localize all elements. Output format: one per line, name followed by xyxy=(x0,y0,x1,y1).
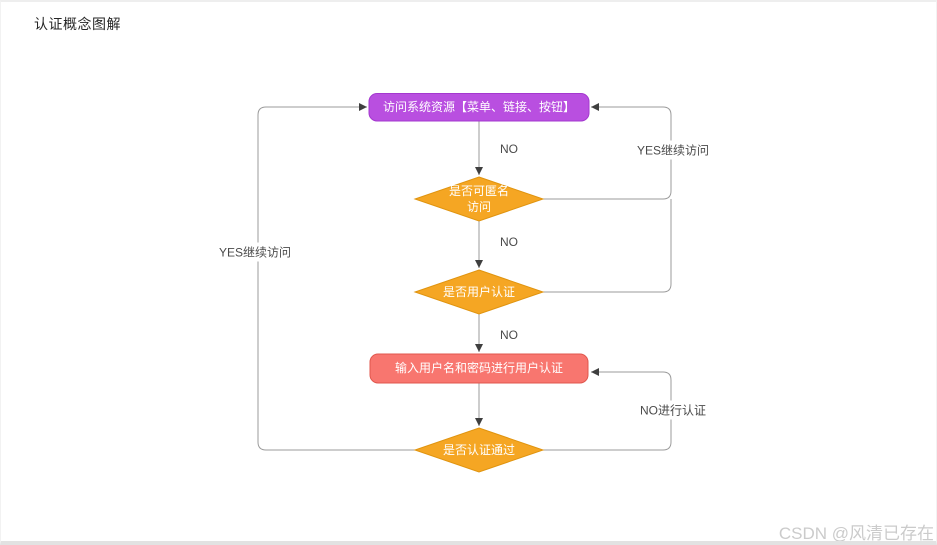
node-anonymous-check-shape xyxy=(413,176,545,222)
edge-label-no-2: NO xyxy=(497,234,521,250)
node-auth-pass-check-shape xyxy=(413,427,545,473)
edge-label-no-1: NO xyxy=(497,141,521,157)
node-user-auth-check-shape xyxy=(413,269,545,315)
edge-user-auth-yes-join xyxy=(543,199,672,293)
edge-auth-pass-yes-loop xyxy=(257,103,415,451)
edge-label-yes-continue-left: YES继续访问 xyxy=(215,242,295,262)
edge-label-no-3: NO xyxy=(497,327,521,343)
node-access-resource-shape xyxy=(368,93,590,122)
node-input-credentials-shape xyxy=(369,353,589,384)
watermark: CSDN @风清已存在 xyxy=(778,524,934,543)
edge-label-no-do-auth: NO进行认证 xyxy=(636,400,710,420)
page-title: 认证概念图解 xyxy=(34,16,121,32)
edge-label-yes-continue-right: YES继续访问 xyxy=(633,140,713,160)
